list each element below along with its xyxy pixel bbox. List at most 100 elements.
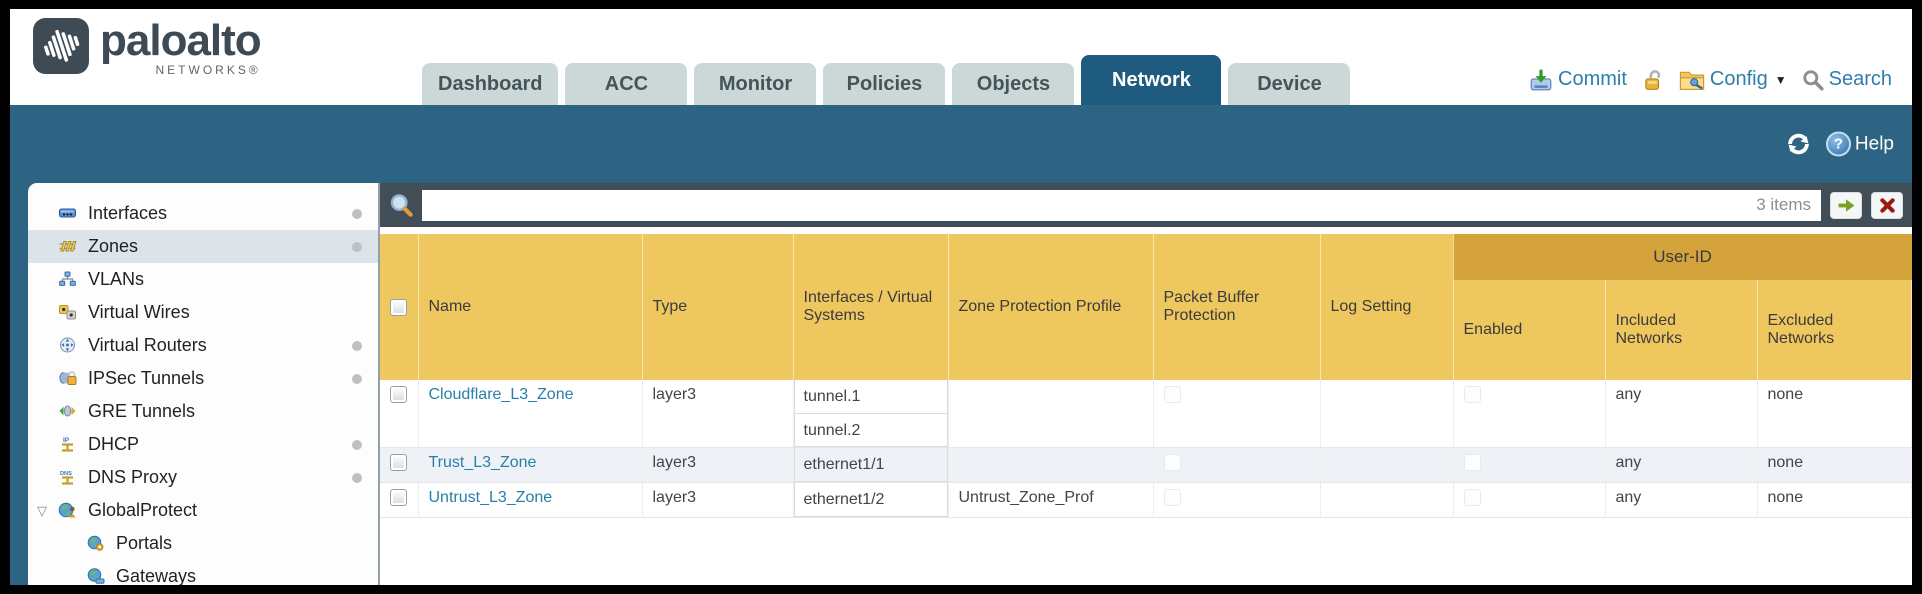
zone-type-cell: layer3 (642, 482, 794, 518)
sub-header-band: ? Help (10, 105, 1912, 183)
filter-search-icon (390, 194, 413, 217)
zone-protection-profile-cell (948, 380, 1154, 448)
sidebar-item-ipsec-tunnels[interactable]: IPSec Tunnels (28, 362, 378, 395)
excluded-networks-cell: none (1757, 380, 1912, 448)
sidebar-item-vlans[interactable]: VLANs (28, 263, 378, 296)
sidebar-item-label: Virtual Routers (88, 335, 207, 355)
filter-input[interactable] (422, 189, 1821, 221)
zone-name-link[interactable]: Trust_L3_Zone (428, 454, 537, 471)
interfaces-cell: ethernet1/2 (793, 482, 949, 518)
zone-protection-profile-cell: Untrust_Zone_Prof (948, 482, 1154, 518)
sidebar-item-label: IPSec Tunnels (88, 368, 205, 388)
filter-bar: 3 items (380, 183, 1912, 227)
zone-type-cell: layer3 (642, 447, 794, 483)
tab-network[interactable]: Network (1081, 55, 1222, 105)
sidebar-item-label: GlobalProtect (88, 500, 198, 520)
user-id-enabled-cell (1453, 447, 1606, 483)
zone-protection-profile-cell (948, 447, 1154, 483)
select-all-checkbox[interactable] (390, 298, 408, 316)
sidebar-item-virtual-routers[interactable]: Virtual Routers (28, 329, 378, 362)
included-networks-cell: any (1605, 482, 1758, 518)
refresh-icon[interactable] (1785, 131, 1812, 158)
tab-policies[interactable]: Policies (823, 63, 946, 105)
interface-entry: ethernet1/1 (793, 448, 948, 482)
zone-name-link[interactable]: Untrust_L3_Zone (428, 489, 553, 506)
brand-subtitle: NETWORKS® (155, 63, 261, 77)
column-header-enabled[interactable]: Enabled (1453, 280, 1606, 380)
expander-triangle-icon[interactable]: ▽ (37, 502, 47, 518)
sidebar-item-label: VLANs (88, 269, 145, 289)
paloalto-logo-icon (33, 18, 89, 74)
row-checkbox[interactable] (390, 489, 407, 506)
sidebar-item-portals[interactable]: Portals (28, 527, 378, 560)
ipsec-tunnels-icon (58, 370, 82, 388)
config-menu[interactable]: Config ▼ (1679, 68, 1787, 91)
column-header-log-setting[interactable]: Log Setting (1320, 234, 1454, 380)
apply-filter-arrow-icon (1838, 198, 1854, 212)
included-networks-cell: any (1605, 380, 1758, 448)
globalprotect-icon (58, 502, 82, 520)
column-header-type[interactable]: Type (642, 234, 794, 380)
unlock-icon[interactable] (1642, 69, 1664, 91)
packet-buffer-protection-cell (1153, 447, 1321, 483)
column-header-packet-buffer-protection[interactable]: Packet Buffer Protection (1153, 234, 1321, 380)
main-panel: 3 items (380, 183, 1912, 585)
svg-text:IP: IP (63, 437, 70, 444)
commit-button[interactable]: Commit (1529, 68, 1627, 91)
search-button[interactable]: Search (1802, 68, 1892, 91)
zone-type-cell: layer3 (642, 380, 794, 448)
paloalto-logo: paloalto NETWORKS® (32, 16, 262, 77)
commit-icon (1530, 69, 1552, 90)
help-button[interactable]: ? Help (1825, 131, 1894, 157)
interface-entry: ethernet1/2 (793, 483, 948, 517)
zone-name-link[interactable]: Cloudflare_L3_Zone (428, 386, 574, 403)
gre-tunnels-icon (58, 403, 82, 421)
column-header-interfaces[interactable]: Interfaces / Virtual Systems (793, 234, 949, 380)
sidebar-item-interfaces[interactable]: Interfaces (28, 197, 378, 230)
log-setting-cell (1320, 447, 1454, 483)
column-header-included-networks[interactable]: Included Networks (1605, 280, 1758, 380)
sidebar-item-label: Virtual Wires (88, 302, 190, 322)
virtual-wires-icon (58, 304, 82, 322)
column-header-excluded-networks[interactable]: Excluded Networks (1757, 280, 1912, 380)
excluded-networks-cell: none (1757, 447, 1912, 483)
tab-objects[interactable]: Objects (952, 63, 1075, 105)
sidebar-item-gateways[interactable]: Gateways (28, 560, 378, 585)
row-checkbox[interactable] (390, 386, 407, 403)
tab-monitor[interactable]: Monitor (694, 63, 817, 105)
brand-name: paloalto (100, 16, 262, 65)
interface-entry: tunnel.2 (793, 413, 948, 447)
tab-device[interactable]: Device (1228, 63, 1351, 105)
apply-filter-button[interactable] (1830, 191, 1862, 219)
header-utilities: Commit Config ▼ (1529, 68, 1892, 91)
clear-filter-button[interactable] (1871, 191, 1903, 219)
column-header-zone-protection-profile[interactable]: Zone Protection Profile (948, 234, 1154, 380)
zone-name-cell: Untrust_L3_Zone (418, 482, 643, 518)
row-checkbox[interactable] (390, 454, 407, 471)
sidebar-item-globalprotect[interactable]: ▽ GlobalProtect (28, 494, 378, 527)
tab-dashboard[interactable]: Dashboard (422, 63, 559, 105)
sidebar-item-label: GRE Tunnels (88, 401, 196, 421)
user-id-enabled-cell (1453, 482, 1606, 518)
user-id-group-header: User-ID (1453, 234, 1912, 280)
vlans-icon (58, 271, 82, 289)
help-label: Help (1854, 133, 1894, 154)
sidebar-item-zones[interactable]: Zones (28, 230, 378, 263)
interfaces-cell: ethernet1/1 (793, 447, 949, 483)
interface-entry: tunnel.1 (793, 380, 948, 414)
sidebar-item-gre-tunnels[interactable]: GRE Tunnels (28, 395, 378, 428)
row-select-cell (380, 380, 419, 448)
sidebar-item-virtual-wires[interactable]: Virtual Wires (28, 296, 378, 329)
tab-acc[interactable]: ACC (565, 63, 688, 105)
column-header-name[interactable]: Name (418, 234, 643, 380)
packet-buffer-protection-cell (1153, 380, 1321, 448)
